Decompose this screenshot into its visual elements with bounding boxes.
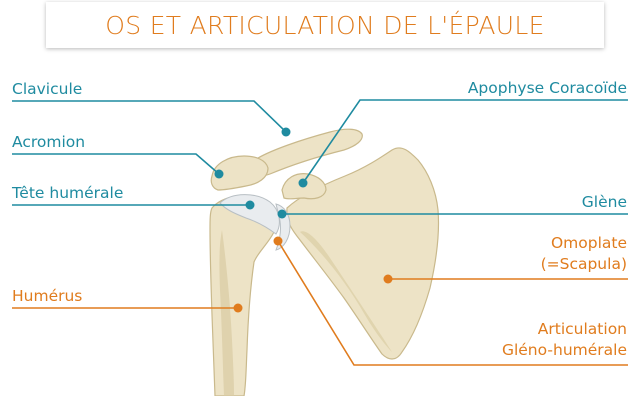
label-articulation-line2: Gléno-humérale [502, 341, 627, 359]
bones [210, 129, 439, 396]
label-omoplate-line1: Omoplate [551, 234, 627, 252]
apophyse-dot [299, 179, 308, 188]
label-clavicule: Clavicule [12, 80, 82, 98]
clavicule-leader [12, 101, 286, 132]
label-glene: Glène [582, 193, 627, 211]
clavicle-bone [255, 129, 362, 175]
label-omoplate-line2: (=Scapula) [541, 255, 627, 273]
humerus-dot [234, 304, 243, 313]
tete-humerale-dot [246, 201, 255, 210]
glene-dot [278, 210, 287, 219]
acromion-leader [12, 154, 219, 174]
label-acromion: Acromion [12, 133, 85, 151]
label-articulation-line1: Articulation [538, 320, 627, 338]
label-tete-humerale: Tête humérale [11, 184, 123, 202]
clavicule-dot [282, 128, 291, 137]
omoplate-dot [384, 275, 393, 284]
label-apophyse: Apophyse Coracoïde [468, 79, 627, 97]
label-humerus: Humérus [12, 287, 82, 305]
articulation-dot [274, 237, 283, 246]
acromion-dot [215, 170, 224, 179]
